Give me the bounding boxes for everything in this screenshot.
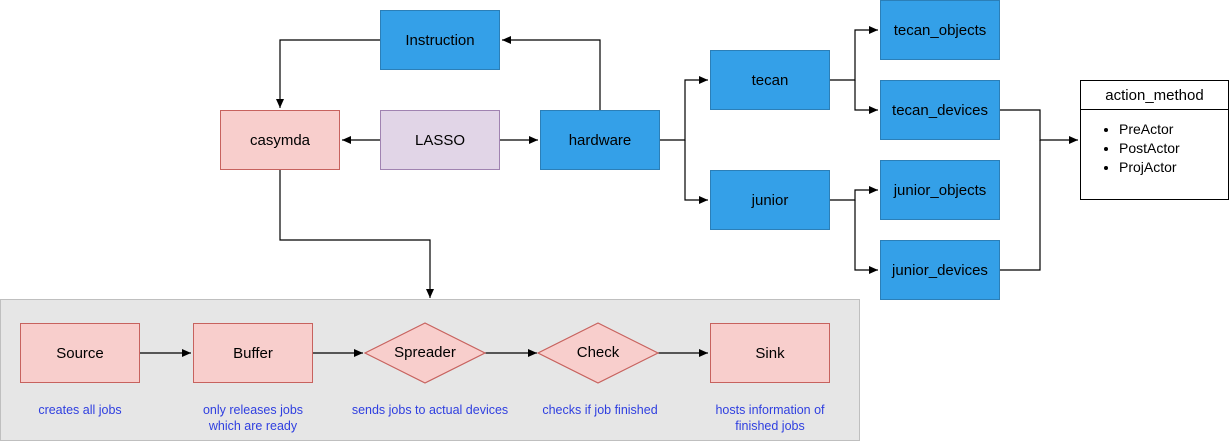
caption-source: creates all jobs	[0, 402, 160, 418]
edge-hardware-junior	[684, 140, 708, 204]
node-junior-objects[interactable]: junior_objects	[880, 160, 1000, 220]
node-junior-devices-label: junior_devices	[892, 261, 988, 279]
edge-junior-devices	[854, 200, 878, 274]
edge-tecan-devices	[854, 80, 878, 114]
node-tecan-objects[interactable]: tecan_objects	[880, 0, 1000, 60]
edge-casymda-pipeline	[279, 170, 434, 298]
action-method-item: ProjActor	[1119, 158, 1228, 177]
caption-spreader: sends jobs to actual devices	[335, 402, 525, 418]
caption-check-line: checks if job finished	[542, 403, 658, 417]
node-casymda[interactable]: casymda	[220, 110, 340, 170]
node-tecan-devices-label: tecan_devices	[892, 101, 988, 119]
node-lasso[interactable]: LASSO	[380, 110, 500, 170]
edge-tecan-devices-action	[1000, 109, 1078, 144]
action-method-item: PostActor	[1119, 139, 1228, 158]
node-check-label[interactable]: Check	[576, 344, 620, 361]
node-tecan-objects-label: tecan_objects	[893, 21, 987, 39]
node-junior-devices[interactable]: junior_devices	[880, 240, 1000, 300]
action-method-item: PreActor	[1119, 120, 1228, 139]
node-junior[interactable]: junior	[710, 170, 830, 230]
edge-instruction-casymda	[276, 39, 380, 108]
node-sink[interactable]: Sink	[710, 323, 830, 383]
action-method-title: action_method	[1081, 81, 1228, 110]
caption-sink-line: finished jobs	[735, 419, 805, 433]
node-buffer[interactable]: Buffer	[193, 323, 313, 383]
node-buffer-label: Buffer	[233, 344, 273, 362]
caption-spreader-line: sends jobs to actual devices	[351, 403, 509, 417]
action-method-list: PreActor PostActor ProjActor	[1081, 120, 1228, 177]
node-junior-objects-label: junior_objects	[893, 181, 987, 199]
node-source-label: Source	[56, 344, 104, 362]
caption-buffer-line: only releases jobs	[202, 403, 304, 417]
node-tecan-label: tecan	[751, 71, 789, 89]
caption-buffer: only releases jobs which are ready	[163, 402, 343, 434]
caption-source-line: creates all jobs	[38, 403, 122, 417]
node-lasso-label: LASSO	[414, 131, 466, 149]
node-spreader-label[interactable]: Spreader	[394, 344, 456, 361]
node-instruction[interactable]: Instruction	[380, 10, 500, 70]
edge-tecan-objects	[830, 26, 878, 81]
node-hardware[interactable]: hardware	[540, 110, 660, 170]
caption-sink: hosts information of finished jobs	[690, 402, 850, 434]
caption-sink-line: hosts information of	[715, 403, 825, 417]
node-source[interactable]: Source	[20, 323, 140, 383]
edge-junior-devices-action	[1000, 140, 1041, 271]
node-instruction-label: Instruction	[405, 31, 475, 49]
edge-hardware-instruction	[502, 36, 601, 110]
action-method-box[interactable]: action_method PreActor PostActor ProjAct…	[1080, 80, 1229, 200]
node-hardware-label: hardware	[568, 131, 632, 149]
node-junior-label: junior	[751, 191, 789, 209]
caption-buffer-line: which are ready	[208, 419, 298, 433]
caption-check: checks if job finished	[520, 402, 680, 418]
node-tecan[interactable]: tecan	[710, 50, 830, 110]
edge-junior-objects	[830, 186, 878, 201]
node-tecan-devices[interactable]: tecan_devices	[880, 80, 1000, 140]
node-casymda-label: casymda	[249, 131, 311, 149]
edge-hardware-tecan	[660, 76, 708, 141]
node-sink-label: Sink	[755, 344, 785, 362]
